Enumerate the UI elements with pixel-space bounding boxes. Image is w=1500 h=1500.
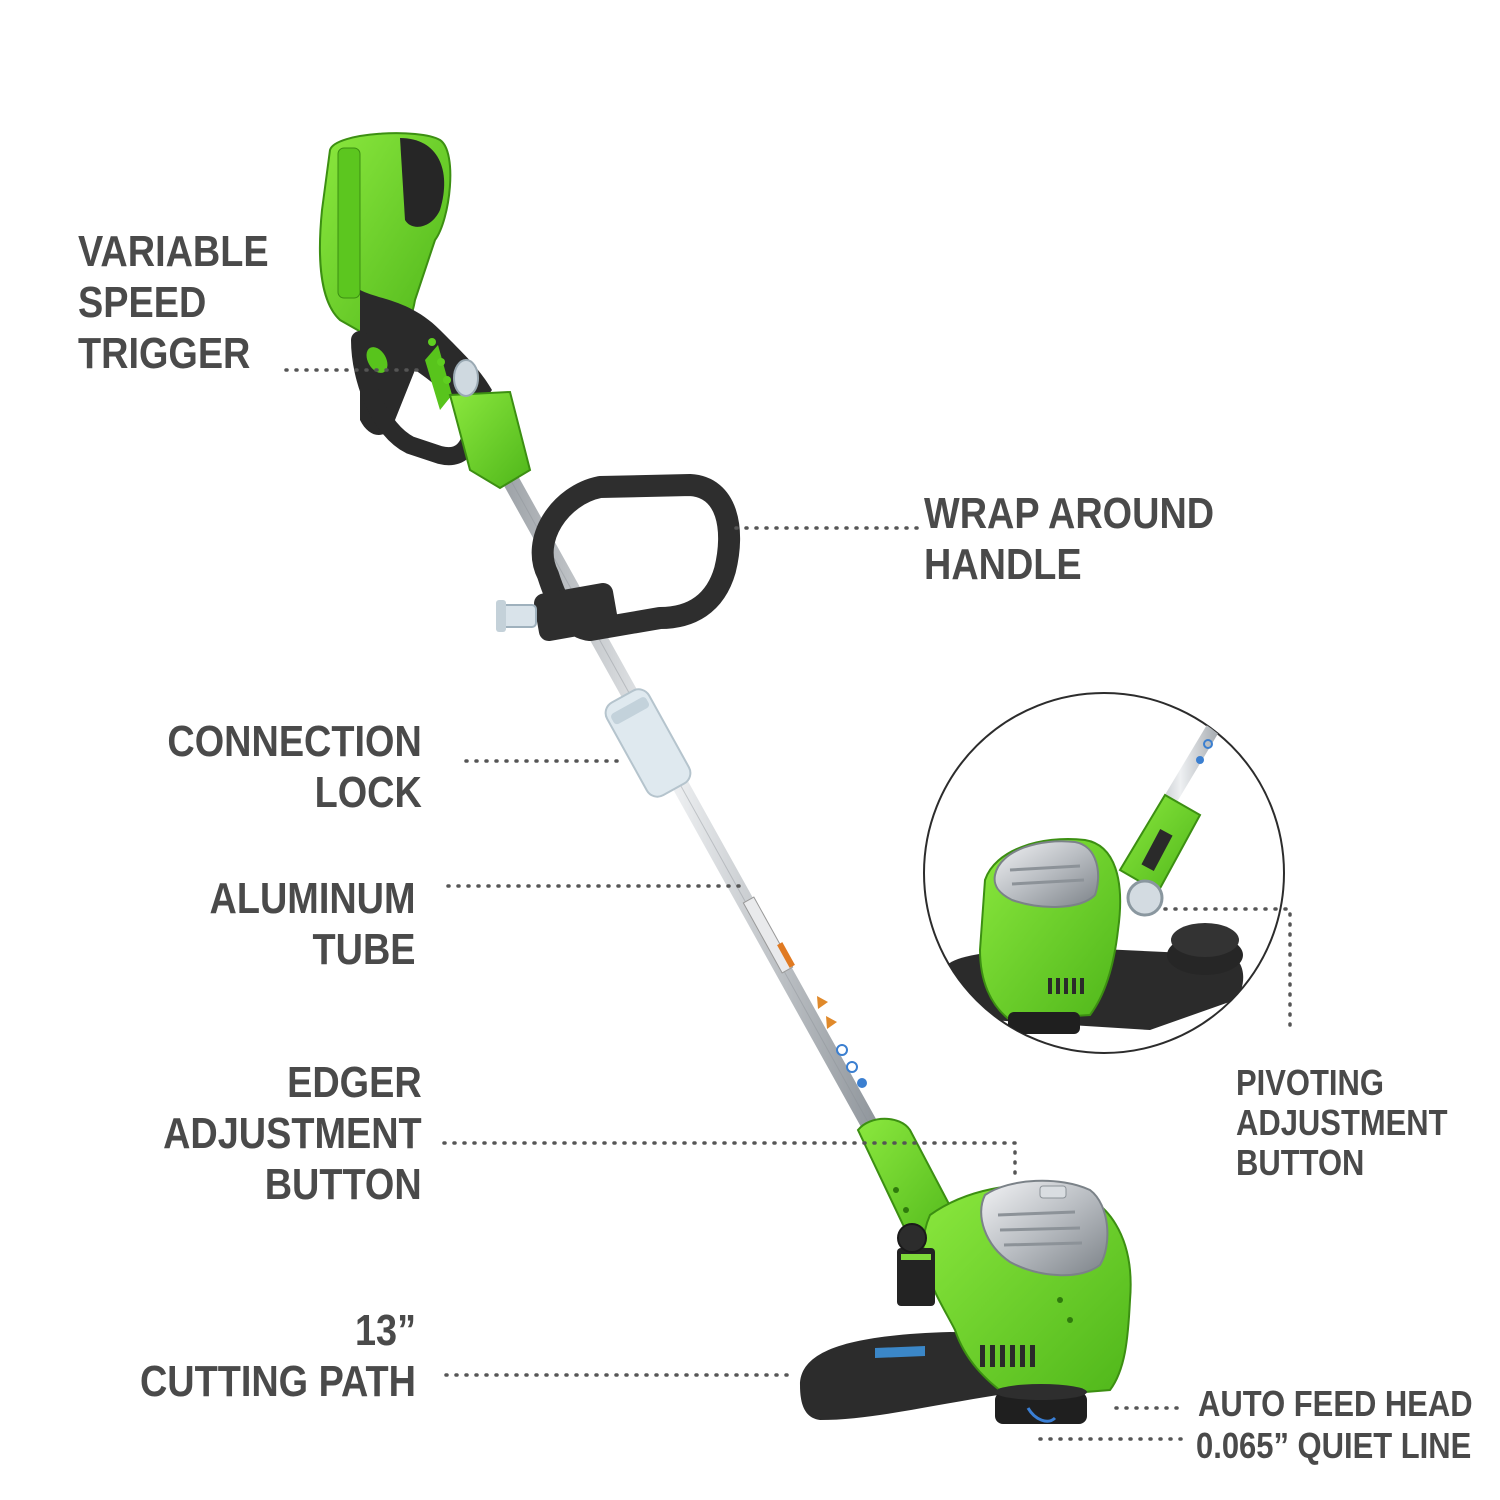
callout-pivoting-adjustment-button: PIVOTING ADJUSTMENT BUTTON	[1236, 1063, 1448, 1183]
trimmer-shaft	[496, 461, 887, 1149]
callout-line: SPEED	[78, 278, 207, 327]
callout-line: BUTTON	[265, 1160, 422, 1209]
edger-leader	[442, 1141, 1017, 1175]
callout-variable-speed-trigger: VARIABLE SPEED TRIGGER	[78, 226, 269, 379]
callout-line: CONNECTION	[167, 717, 422, 766]
callout-line: VARIABLE	[78, 227, 269, 276]
callout-aluminum-tube: ALUMINUM TUBE	[210, 873, 416, 975]
callout-line: ALUMINUM	[210, 874, 416, 923]
callout-line: ADJUSTMENT	[1236, 1102, 1448, 1143]
connection-lock-collar	[604, 688, 692, 798]
leader-lines	[284, 368, 1292, 1441]
callout-edger-adjustment-button: EDGER ADJUSTMENT BUTTON	[163, 1057, 422, 1210]
callout-line: PIVOTING	[1236, 1062, 1384, 1103]
pivot-leader	[1163, 907, 1292, 1032]
callout-line: TUBE	[312, 925, 416, 974]
wrap-around-handle	[496, 474, 741, 641]
callout-line: 13”	[354, 1306, 416, 1355]
pivot-inset-circle	[923, 692, 1285, 1054]
trimmer-head-main	[800, 1117, 1132, 1424]
callout-connection-lock: CONNECTION LOCK	[168, 716, 422, 818]
callout-line: HANDLE	[924, 540, 1082, 589]
callout-line: CUTTING PATH	[139, 1357, 416, 1406]
callout-line: LOCK	[314, 768, 422, 817]
callout-line: TRIGGER	[78, 329, 251, 378]
callout-line: 0.065” QUIET LINE	[1196, 1425, 1472, 1466]
callout-line: EDGER	[287, 1058, 422, 1107]
callout-wrap-around-handle: WRAP AROUND HANDLE	[924, 488, 1214, 590]
callout-cutting-path: 13” CUTTING PATH	[140, 1305, 416, 1407]
callout-line: BUTTON	[1236, 1142, 1365, 1183]
callout-quiet-line: 0.065” QUIET LINE	[1196, 1426, 1471, 1466]
callout-line: WRAP AROUND	[924, 489, 1215, 538]
callout-line: AUTO FEED HEAD	[1198, 1383, 1473, 1424]
motor-body-top	[318, 132, 532, 490]
callout-line: ADJUSTMENT	[163, 1109, 422, 1158]
callout-auto-feed-head: AUTO FEED HEAD	[1198, 1384, 1473, 1424]
